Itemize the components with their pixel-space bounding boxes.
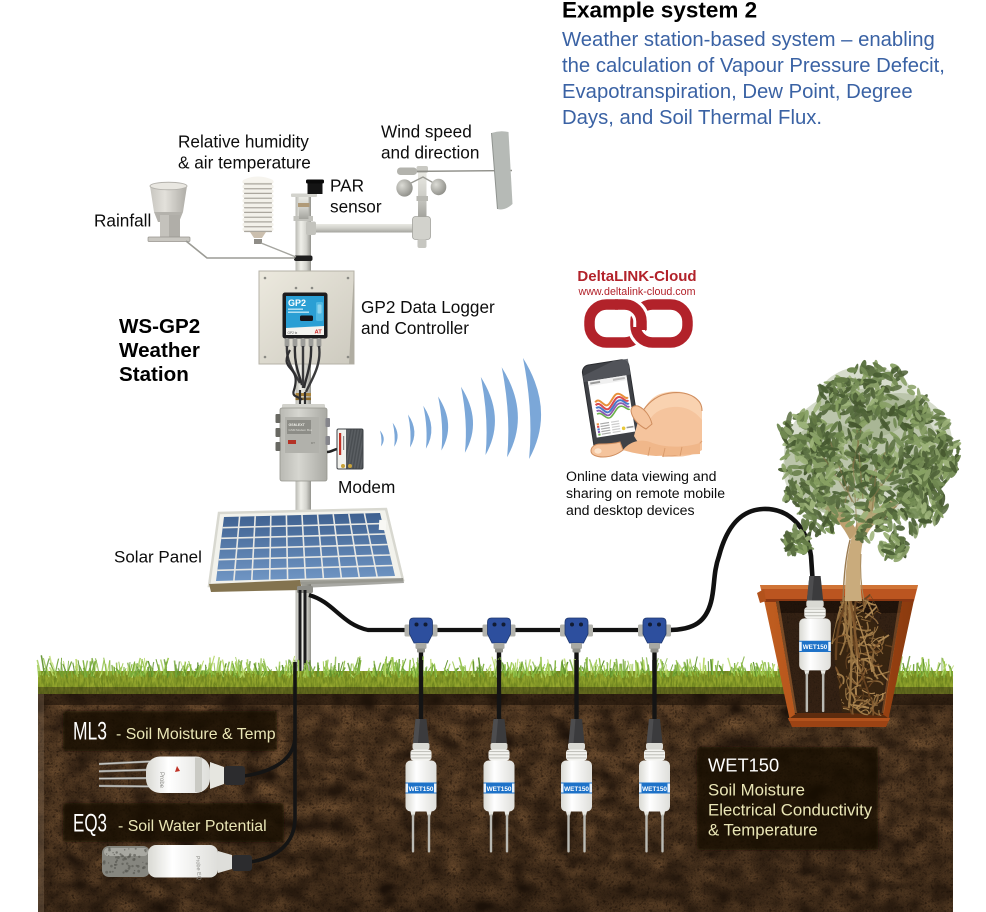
svg-text:Example system 2: Example system 2 (562, 0, 757, 23)
svg-text:the calculation of Vapour Pres: the calculation of Vapour Pressure Defec… (562, 55, 945, 77)
svg-text:www.deltalink-cloud.com: www.deltalink-cloud.com (577, 286, 695, 298)
svg-text:GSM-EXT: GSM-EXT (289, 423, 306, 427)
svg-text:Evapotranspiration, Dew Point,: Evapotranspiration, Dew Point, Degree (562, 81, 913, 103)
svg-text:DT: DT (311, 441, 315, 445)
svg-text:Probe EQ: Probe EQ (194, 856, 202, 881)
svg-text:WET150: WET150 (564, 786, 589, 793)
svg-text:Weather station-based system –: Weather station-based system – enabling (562, 29, 935, 51)
svg-text:GSM Modem Box: GSM Modem Box (289, 428, 313, 432)
svg-text:sensor: sensor (330, 197, 382, 217)
svg-text:EQ3: EQ3 (73, 810, 107, 838)
svg-text:and Controller: and Controller (361, 318, 469, 338)
svg-text:ML3: ML3 (73, 718, 107, 746)
svg-text:& air temperature: & air temperature (178, 153, 311, 173)
svg-text:Soil Moisture: Soil Moisture (708, 781, 805, 800)
svg-text:sharing on remote mobile: sharing on remote mobile (566, 485, 725, 501)
svg-text:and desktop devices: and desktop devices (566, 502, 695, 518)
svg-text:Station: Station (119, 363, 189, 386)
svg-text:WET150: WET150 (487, 786, 512, 793)
svg-text:& Temperature: & Temperature (708, 821, 818, 840)
svg-text:and direction: and direction (381, 143, 479, 163)
svg-text:WET150: WET150 (803, 644, 828, 651)
svg-text:Modem: Modem (338, 477, 395, 497)
svg-text:Days, and Soil Thermal Flux.: Days, and Soil Thermal Flux. (562, 107, 822, 129)
svg-text:Electrical Conductivity: Electrical Conductivity (708, 801, 873, 820)
svg-text:GP2 tx: GP2 tx (288, 331, 298, 335)
svg-text:DeltaLINK-Cloud: DeltaLINK-Cloud (577, 268, 696, 285)
svg-text:Online data viewing and: Online data viewing and (566, 468, 716, 484)
svg-text:Probe: Probe (158, 772, 164, 789)
svg-text:- Soil Moisture & Temp: - Soil Moisture & Temp (116, 726, 276, 743)
svg-text:Rainfall: Rainfall (94, 211, 151, 231)
svg-text:Solar Panel: Solar Panel (114, 548, 202, 567)
svg-text:Wind speed: Wind speed (381, 122, 472, 142)
svg-text:GP2 Data Logger: GP2 Data Logger (361, 297, 495, 317)
svg-text:AT: AT (315, 330, 323, 336)
svg-text:Relative humidity: Relative humidity (178, 132, 309, 152)
svg-text:WET150: WET150 (708, 755, 779, 776)
svg-text:PAR: PAR (330, 176, 364, 196)
svg-text:Weather: Weather (119, 339, 200, 362)
svg-text:WET150: WET150 (409, 786, 434, 793)
svg-text:- Soil Water Potential: - Soil Water Potential (118, 818, 267, 835)
svg-text:GP2: GP2 (288, 298, 306, 308)
svg-text:WS-GP2: WS-GP2 (119, 315, 200, 338)
svg-text:WET150: WET150 (642, 786, 667, 793)
